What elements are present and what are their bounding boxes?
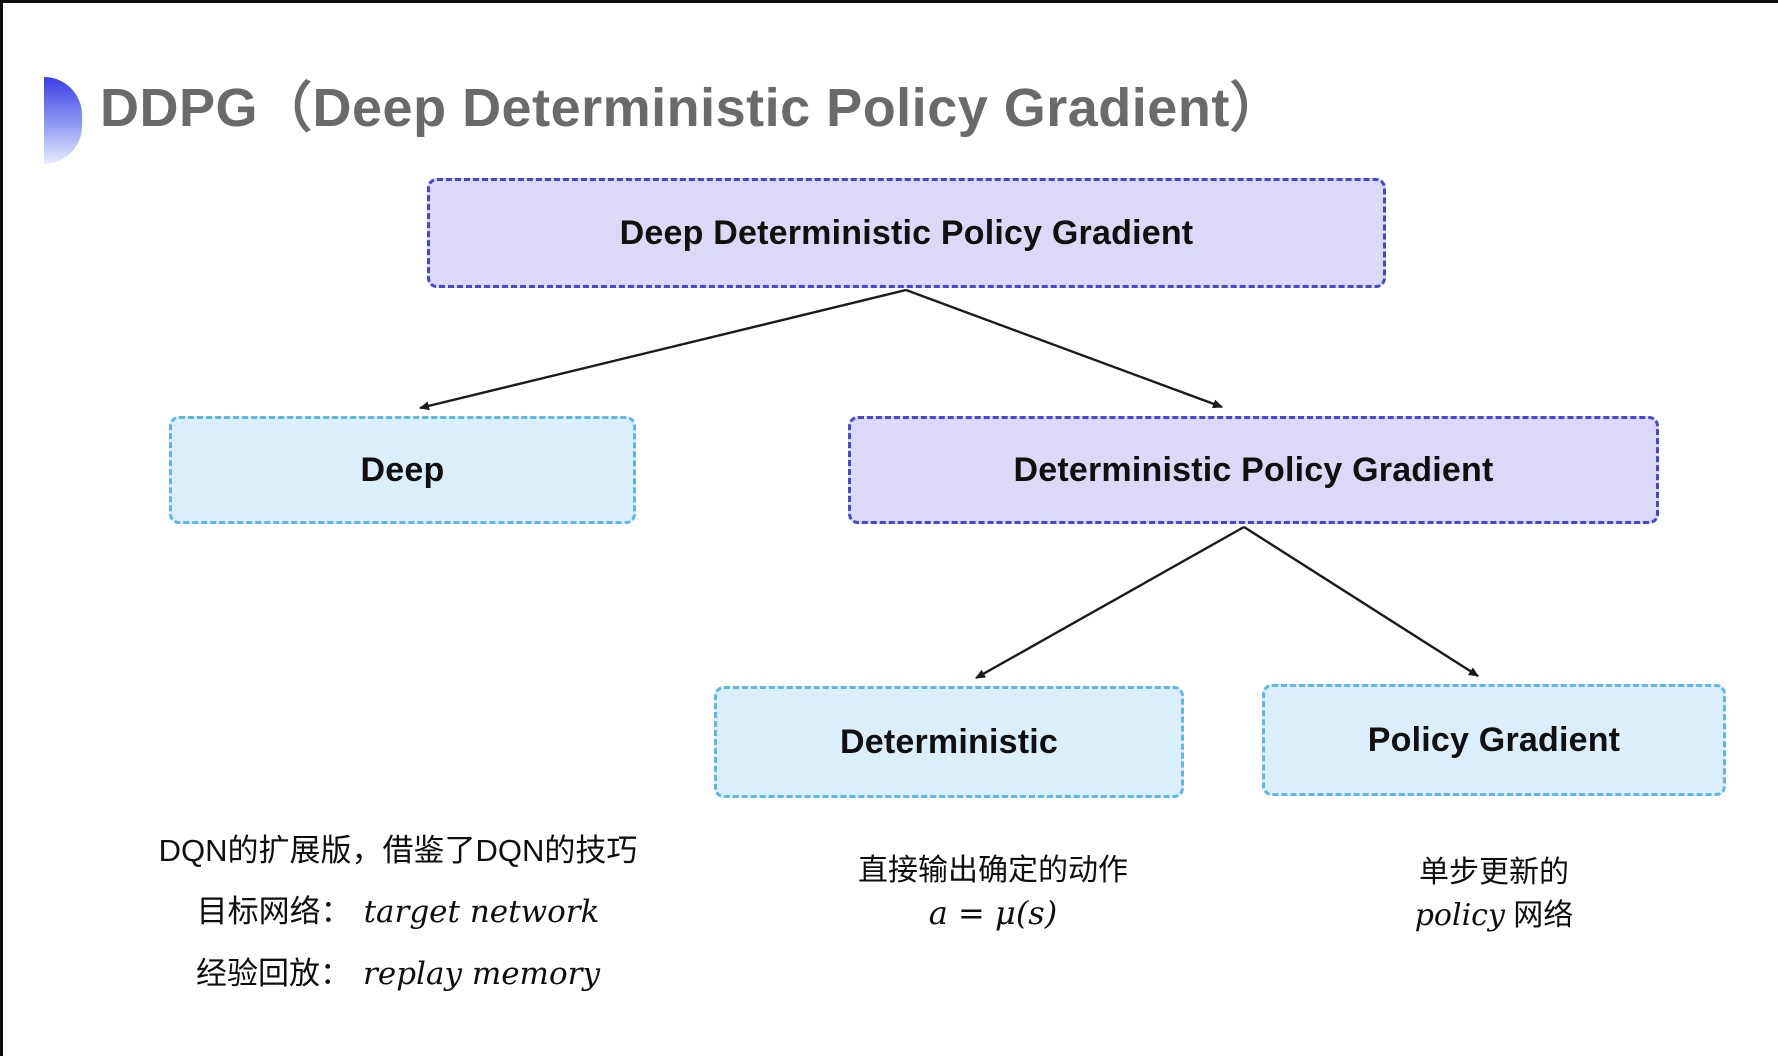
note-text: 网络 [1504,899,1574,932]
node-label: Deep [360,450,445,489]
note-line: policy 网络 [1294,894,1694,937]
page-title: DDPG（Deep Deterministic Policy Gradient） [100,78,1285,138]
node-policy-gradient: Policy Gradient [1262,684,1726,796]
node-deterministic-policy-gradient: Deterministic Policy Gradient [848,416,1659,524]
node-deterministic: Deterministic [714,686,1184,798]
arrow-dpg-to-policy-gradient [1243,525,1479,678]
node-deep-deterministic-policy-gradient: Deep Deterministic Policy Gradient [427,178,1386,288]
note-policy-network: 单步更新的 policy 网络 [1294,851,1694,937]
formula-a-mu-s: a = μ(s) [928,894,1058,932]
note-label: 目标网络： [196,894,352,929]
node-deep: Deep [169,416,636,524]
note-term: policy [1414,898,1505,933]
note-deterministic-action: 直接输出确定的动作 a = μ(s) [793,849,1193,936]
node-label: Deterministic [839,722,1058,761]
note-text: DQN的扩展版，借鉴了DQN的技巧 [158,833,638,868]
note-line: 目标网络： target network [98,881,698,943]
node-label: Policy Gradient [1367,720,1621,759]
slide-left-border [0,0,3,1056]
note-line: 经验回放： replay memory [98,943,698,1005]
slide-top-border [0,0,1778,3]
arrow-root-to-deep [419,288,907,411]
node-label: Deep Deterministic Policy Gradient [619,213,1194,252]
title-bullet-icon [44,77,82,164]
arrow-root-to-dpg [905,288,1223,409]
note-text: 单步更新的 [1419,856,1569,889]
node-label: Deterministic Policy Gradient [1013,450,1494,489]
note-label: 经验回放： [196,956,352,991]
arrow-dpg-to-deterministic [975,525,1245,680]
note-line: 单步更新的 [1294,851,1694,894]
note-line: a = μ(s) [793,892,1193,936]
note-term: replay memory [363,956,600,992]
note-text: 直接输出确定的动作 [858,854,1128,887]
note-line: DQN的扩展版，借鉴了DQN的技巧 [98,820,698,881]
note-line: 直接输出确定的动作 [793,849,1193,892]
note-term: target network [363,894,600,930]
note-deep-dqn: DQN的扩展版，借鉴了DQN的技巧 目标网络： target network 经验… [98,820,698,1005]
